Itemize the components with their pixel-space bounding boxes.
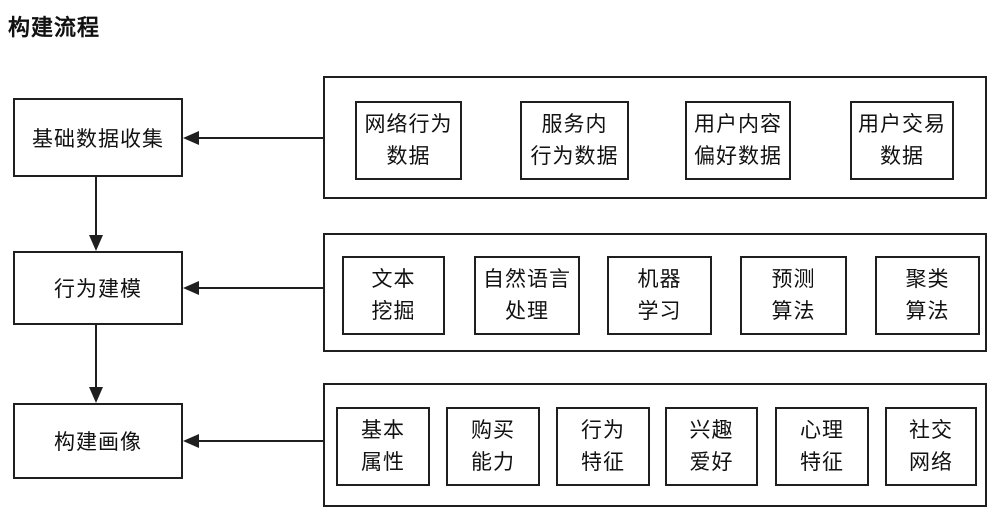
stage-box-2: 行为建模 — [13, 251, 183, 325]
item-box: 心理 特征 — [775, 407, 869, 486]
down-arrow-head-icon — [89, 387, 103, 403]
item-box: 基本 属性 — [336, 407, 430, 486]
item-box: 文本 挖掘 — [342, 256, 445, 335]
item-box: 机器 学习 — [607, 256, 712, 335]
item-box: 社交 网络 — [885, 407, 977, 486]
down-arrow-line — [95, 325, 97, 389]
stage-items-container-3: 基本 属性购买 能力行为 特征兴趣 爱好心理 特征社交 网络 — [323, 383, 987, 507]
item-box: 服务内 行为数据 — [520, 101, 629, 180]
item-box: 兴趣 爱好 — [665, 407, 758, 486]
item-box: 用户内容 偏好数据 — [685, 101, 791, 180]
item-box: 行为 特征 — [556, 407, 650, 486]
stage-box-1: 基础数据收集 — [13, 98, 183, 177]
left-arrow-head-icon — [183, 434, 199, 448]
item-box: 自然语言 处理 — [474, 256, 580, 335]
stage-items-container-1: 网络行为 数据服务内 行为数据用户内容 偏好数据用户交易 数据 — [323, 76, 987, 199]
left-arrow-line — [197, 440, 323, 442]
left-arrow-head-icon — [183, 130, 199, 145]
page-title: 构建流程 — [8, 15, 101, 40]
left-arrow-line — [197, 136, 323, 139]
stage-items-container-2: 文本 挖掘自然语言 处理机器 学习预测 算法聚类 算法 — [323, 233, 987, 352]
item-box: 购买 能力 — [446, 407, 540, 486]
item-box: 聚类 算法 — [875, 256, 980, 335]
left-arrow-line — [197, 287, 323, 289]
item-box: 预测 算法 — [740, 256, 847, 335]
item-box: 网络行为 数据 — [355, 101, 462, 180]
left-arrow-head-icon — [183, 281, 199, 295]
item-box: 用户交易 数据 — [850, 101, 954, 180]
down-arrow-line — [95, 177, 97, 237]
down-arrow-head-icon — [89, 235, 103, 251]
stage-box-3: 构建画像 — [13, 403, 183, 479]
